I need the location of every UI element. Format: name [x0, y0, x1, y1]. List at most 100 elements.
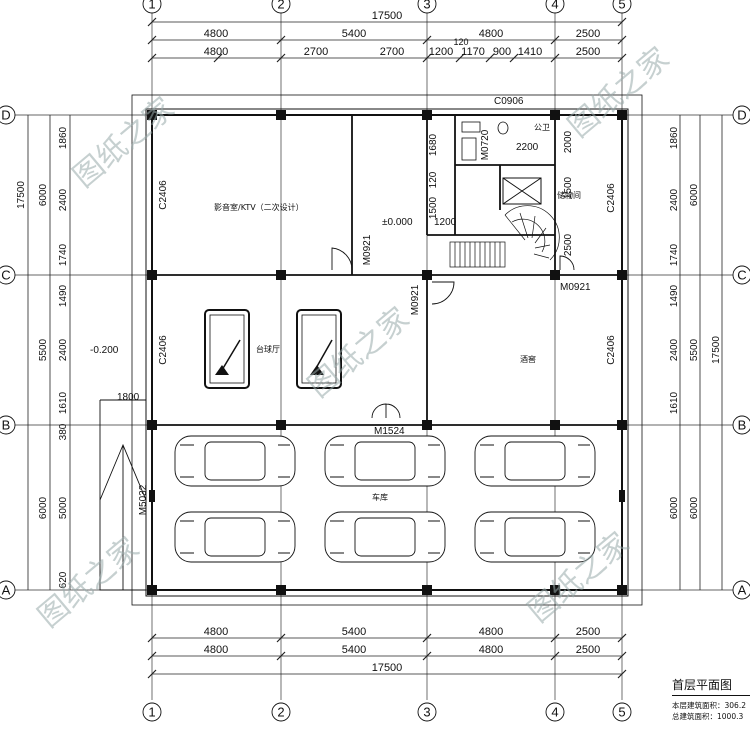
dim-left2-5: 2400: [58, 338, 69, 361]
dim-2500: 2500: [563, 233, 574, 256]
axis-row-c-right: C: [737, 268, 746, 283]
elevation-minus: -0.200: [90, 345, 119, 356]
doors: [331, 247, 575, 419]
drawing-title-block: 首层平面图 本层建筑面积：306.2 总建筑面积：1000.3: [672, 676, 750, 722]
dim-2000: 2000: [563, 130, 574, 153]
dim-1680: 1680: [428, 133, 439, 156]
dim-left2-9: 620: [58, 571, 69, 588]
dim-left1-1: 6000: [38, 183, 49, 206]
axis-col-2-top: 2: [277, 0, 284, 12]
dim-left-total: 17500: [16, 181, 27, 209]
axis-row-d-right: D: [737, 108, 746, 123]
door-m0921-c: M0921: [560, 282, 591, 293]
dim-right2-6: 1610: [669, 391, 680, 414]
door-m0921-a: M0921: [362, 234, 373, 265]
window-c2406-b: C2406: [158, 335, 169, 365]
dim-bot2-3: 4800: [479, 644, 503, 656]
dim-bot-total: 17500: [372, 662, 403, 674]
axis-col-1-bottom: 1: [148, 705, 155, 720]
car-6: [474, 511, 596, 563]
axis-row-b-left: B: [2, 418, 11, 433]
dim-left1-2: 5500: [38, 338, 49, 361]
room-storage: 储物间: [557, 190, 581, 200]
axis-col-5-bottom: 5: [618, 705, 625, 720]
dim-bot1-1: 4800: [204, 626, 228, 638]
dim-top2-3: 2700: [380, 46, 404, 58]
dim-1500-a: 1500: [428, 196, 439, 219]
axis-col-4-top: 4: [551, 0, 558, 12]
elevator: [502, 177, 542, 205]
dim-1500-b: 1500: [563, 176, 574, 199]
dim-bot2-1: 4800: [204, 644, 228, 656]
car-2: [324, 435, 446, 487]
dim-left1-3: 6000: [38, 496, 49, 519]
car-1: [174, 435, 296, 487]
door-m5032: M5032: [138, 484, 149, 515]
dim-right2-7: 6000: [669, 496, 680, 519]
dim-left2-6: 1610: [58, 391, 69, 414]
wc-fixtures: [461, 121, 509, 161]
dim-top2-2: 2700: [304, 46, 328, 58]
car-3: [474, 435, 596, 487]
dim-left2-3: 1740: [58, 243, 69, 266]
floor-area: 本层建筑面积：306.2: [672, 701, 746, 710]
dim-top-total: 17500: [372, 10, 403, 22]
interior-walls: [152, 115, 622, 426]
billiard-table-2: [296, 309, 342, 389]
dim-bot1-3: 4800: [479, 626, 503, 638]
dim-top2-1: 4800: [204, 46, 228, 58]
window-c0906: C0906: [494, 96, 524, 107]
stairs: [449, 205, 560, 268]
outer-walls: [131, 94, 643, 606]
room-garage: 车库: [372, 492, 388, 502]
axis-col-4-bottom: 4: [551, 705, 558, 720]
door-m0720: M0720: [480, 129, 491, 160]
structural-columns: [147, 110, 627, 595]
room-billiard: 台球厅: [256, 344, 280, 354]
axis-row-d-left: D: [1, 108, 10, 123]
dimension-lines: [27, 21, 723, 675]
dim-1800: 1800: [117, 392, 140, 403]
dim-right-total: 17500: [711, 336, 722, 364]
garage-cars: [174, 435, 596, 563]
dim-right1-2: 5500: [689, 338, 700, 361]
axis-bubbles: [0, 0, 750, 722]
dim-right2-3: 1740: [669, 243, 680, 266]
dim-bot1-4: 2500: [576, 626, 600, 638]
dim-top1-4: 2500: [576, 28, 600, 40]
axis-col-2-bottom: 2: [277, 705, 284, 720]
room-bar: 酒窖: [520, 354, 536, 364]
dim-top1-2: 5400: [342, 28, 366, 40]
window-c2406-d: C2406: [606, 335, 617, 365]
axis-col-3-top: 3: [423, 0, 430, 12]
dim-left2-7: 380: [58, 423, 69, 440]
car-5: [324, 511, 446, 563]
watermark-4: 图纸之家: [32, 531, 146, 635]
dim-bot2-4: 2500: [576, 644, 600, 656]
dim-right2-4: 1490: [669, 284, 680, 307]
elevation-zero: ±0.000: [382, 217, 413, 228]
dim-top2-4: 1200: [429, 46, 453, 58]
axis-row-b-right: B: [738, 418, 747, 433]
room-theater: 影音室/KTV（二次设计）: [214, 202, 304, 212]
dimension-ticks: [147, 17, 627, 679]
dim-left2-8: 5000: [58, 496, 69, 519]
dim-left2-2: 2400: [58, 188, 69, 211]
axis-col-5-top: 5: [618, 0, 625, 12]
dim-right2-2: 2400: [669, 188, 680, 211]
dim-bot2-2: 5400: [342, 644, 366, 656]
dim-bot1-2: 5400: [342, 626, 366, 638]
dim-120: 120: [428, 171, 439, 188]
dim-right1-3: 6000: [689, 496, 700, 519]
axis-row-a-left: A: [2, 583, 11, 598]
dim-left2-1: 1860: [58, 126, 69, 149]
axis-row-c-left: C: [1, 268, 10, 283]
axis-col-1-top: 1: [148, 0, 155, 12]
window-c2406-a: C2406: [158, 180, 169, 210]
drawing-title: 首层平面图: [672, 676, 750, 696]
dim-top2-6: 900: [493, 46, 511, 58]
axis-row-a-right: A: [738, 583, 747, 598]
room-wc: 公卫: [534, 123, 550, 132]
dim-right2-1: 1860: [669, 126, 680, 149]
